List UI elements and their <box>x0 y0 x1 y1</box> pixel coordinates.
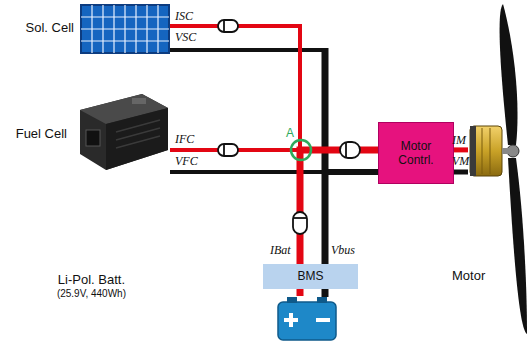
bms-box: BMS <box>263 264 358 289</box>
power-wire <box>170 26 378 150</box>
signal-name: VM <box>452 155 469 168</box>
power-wire <box>297 289 304 296</box>
solar-panel <box>80 4 170 54</box>
motor-picture <box>468 118 512 184</box>
signal-name: ISC <box>175 10 193 23</box>
fuel-cell-picture <box>72 88 170 173</box>
motor: Motor <box>468 118 512 184</box>
solar-cell: Sol. Cell <box>80 4 170 54</box>
fuel-cell: Fuel Cell <box>72 88 170 173</box>
junction-circle <box>291 140 311 160</box>
power-wire <box>454 147 468 152</box>
battery-icon <box>262 296 352 341</box>
node-label: BMS <box>297 269 323 283</box>
node-label: Li-Pol. Batt. <box>57 272 126 288</box>
power-wire <box>300 150 378 264</box>
signal-name: VSC <box>175 31 196 44</box>
node-label: Motor <box>452 268 485 284</box>
battery: Li-Pol. Batt.(25.9V, 440Wh) <box>262 296 352 341</box>
signal-name: IM <box>452 134 466 147</box>
node-label: Motor Contrl. <box>383 139 449 168</box>
cable-ferrule <box>218 20 360 234</box>
signal-name: IFC <box>175 133 194 146</box>
signal-name: Vbus <box>331 244 355 257</box>
node-sublabel: (25.9V, 440Wh) <box>57 288 126 300</box>
junction-label: A <box>286 127 294 140</box>
signal-name: VFC <box>175 155 198 168</box>
motor-controller: Motor Contrl. <box>378 122 454 184</box>
propeller <box>500 4 527 334</box>
node-label: Sol. Cell <box>26 20 74 36</box>
label-group: Li-Pol. Batt.(25.9V, 440Wh) <box>57 272 126 300</box>
signal-name: IBat <box>270 244 291 257</box>
node-label: Fuel Cell <box>16 126 67 142</box>
